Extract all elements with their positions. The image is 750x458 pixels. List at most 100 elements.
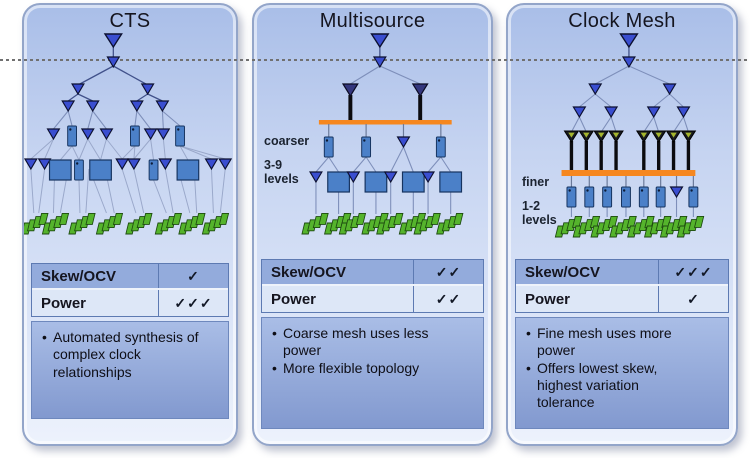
sink-buffer-icon <box>176 159 200 181</box>
cts-level-2 <box>71 83 155 95</box>
clock-gate-icon <box>655 186 666 208</box>
cm-mesh-bar <box>561 170 696 176</box>
panel-cts: CTS <box>22 3 238 446</box>
table-row-skew: Skew/OCV ✓✓ <box>262 260 483 286</box>
clock-gate-icon <box>67 125 78 147</box>
mesh-driver-icon <box>636 130 652 143</box>
mesh-driver-icon <box>680 130 696 143</box>
flipflop-cluster-icon <box>301 212 329 235</box>
cts-score-table: Skew/OCV ✓ Power ✓✓✓ <box>31 263 229 317</box>
cts-notes: Automated synthesis of complex clock rel… <box>31 321 229 419</box>
sink-buffer-icon <box>48 159 72 181</box>
buffer-icon <box>669 186 684 198</box>
cts-level-3 <box>61 100 169 112</box>
buffer-icon <box>572 106 586 118</box>
cts-wires-lower <box>30 138 226 161</box>
row-label: Power <box>41 294 87 312</box>
cts-wires-to-ff <box>30 168 226 214</box>
row-rating: ✓ <box>158 264 228 288</box>
clock-mesh-tree-diagram <box>554 33 705 238</box>
note-text: Automated synthesis of complex clock rel… <box>53 329 199 380</box>
mesh-driver-icon <box>593 130 609 143</box>
ms-wires-mid <box>315 146 452 173</box>
row-rating: ✓ <box>658 286 728 312</box>
levels-1-2-label: 1-2 levels <box>522 199 557 228</box>
cts-tree-diagram <box>24 33 232 235</box>
mesh-driver-icon <box>608 130 624 143</box>
cts-wires-mid <box>53 110 181 130</box>
mesh-driver-icon <box>578 130 594 143</box>
buffer-icon <box>130 100 144 112</box>
sink-buffer-icon <box>439 171 463 193</box>
note-bullet: Automated synthesis of complex clock rel… <box>41 329 200 381</box>
clock-gate-icon <box>129 125 140 147</box>
multisource-score-table: Skew/OCV ✓✓ Power ✓✓ <box>261 259 484 313</box>
mesh-driver-icon <box>666 130 681 143</box>
ms-flipflop-row <box>301 212 464 235</box>
buffer-icon <box>127 158 141 170</box>
clock-gate-icon <box>361 136 372 158</box>
sink-buffer-icon <box>89 159 112 181</box>
buffer-icon <box>156 128 170 140</box>
buffer-icon <box>86 100 100 112</box>
ms-gate-row <box>323 136 446 158</box>
cm-gate-row <box>566 186 699 208</box>
flipflop-cluster-icon <box>95 212 123 235</box>
clock-gate-icon <box>435 136 446 158</box>
flipflop-cluster-icon <box>154 212 182 235</box>
ms-driver-stems <box>348 95 423 120</box>
buffer-icon <box>106 56 120 68</box>
mesh-driver-icon <box>651 130 667 143</box>
buffer-icon <box>61 100 75 112</box>
panel-clock-mesh: Clock Mesh <box>506 3 738 446</box>
buffer-icon <box>158 158 172 170</box>
buffer-icon <box>99 128 113 140</box>
cm-wires-to-ff <box>570 197 694 217</box>
buffer-icon <box>588 83 602 95</box>
buffer-icon <box>676 106 691 118</box>
clock-gate-icon <box>688 186 699 208</box>
mesh-driver-buffer-icon <box>342 83 359 97</box>
ms-sink-row <box>309 171 463 193</box>
cts-level-5 <box>24 158 232 181</box>
clock-gate-icon <box>148 159 159 181</box>
note-bullet: Offers lowest skew, highest variation to… <box>525 360 700 412</box>
note-bullet: More flexible topology <box>271 360 455 378</box>
buffer-icon <box>38 158 52 170</box>
clock-gate-icon <box>638 186 649 208</box>
cts-wires-upper <box>67 47 163 102</box>
panel-multisource: Multisource <box>252 3 493 446</box>
cm-wires-tree <box>570 65 689 133</box>
buffer-icon <box>24 158 38 170</box>
panel-multisource-title: Multisource <box>319 10 426 32</box>
clock-source-divider-dashed-line <box>0 59 750 61</box>
buffer-icon <box>309 171 323 183</box>
row-rating: ✓✓ <box>413 286 483 312</box>
clock-gate-icon <box>323 136 334 158</box>
root-buffer-icon <box>104 33 123 48</box>
cm-level-3 <box>572 106 691 118</box>
buffer-icon <box>396 136 410 148</box>
buffer-icon <box>115 158 129 170</box>
buffer-icon <box>204 158 218 170</box>
row-rating: ✓✓ <box>413 260 483 284</box>
cm-mesh-driver-row <box>564 130 696 143</box>
ms-bar-drops <box>328 124 442 137</box>
row-rating: ✓✓✓ <box>658 260 728 284</box>
row-label: Skew/OCV <box>525 263 601 281</box>
clock-mesh-notes: Fine mesh uses more power Offers lowest … <box>515 317 729 429</box>
flipflop-cluster-icon <box>178 212 206 235</box>
clock-gate-icon <box>74 159 84 181</box>
clock-gate-icon <box>602 186 613 208</box>
finer-label: finer <box>522 175 550 189</box>
note-text: Offers lowest skew, highest variation to… <box>537 359 658 411</box>
multisource-tree-diagram <box>301 33 464 235</box>
note-bullet: Coarse mesh uses less power <box>271 325 455 360</box>
row-label: Power <box>525 290 571 308</box>
clock-gate-icon <box>566 186 577 208</box>
row-label: Skew/OCV <box>271 263 347 281</box>
sink-buffer-icon <box>401 171 425 193</box>
buffer-icon <box>141 83 155 95</box>
flipflop-cluster-icon <box>125 212 153 235</box>
